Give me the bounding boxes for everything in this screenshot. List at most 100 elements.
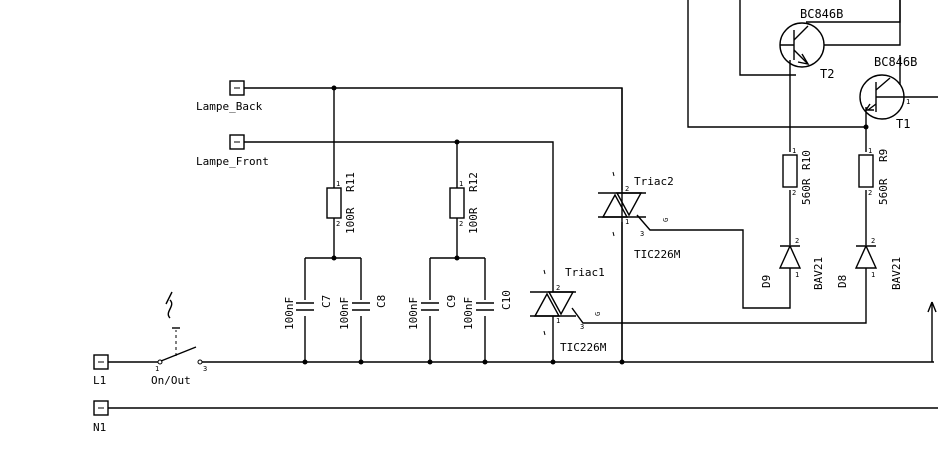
svg-text:2: 2 xyxy=(556,284,560,292)
wire-c7-c8 xyxy=(304,258,362,362)
wire-c9-c10 xyxy=(429,258,486,362)
wire-triac2-gate xyxy=(636,214,791,309)
svg-text:1: 1 xyxy=(868,147,872,155)
resistor-r9: 1 2 R9 560R xyxy=(858,147,890,205)
value-c10: 100nF xyxy=(462,297,475,330)
ref-t1: T1 xyxy=(896,117,910,131)
junction-dot xyxy=(482,359,488,365)
connector-lamp-front: Lampe_Front xyxy=(196,134,269,168)
wire-triac1-gate xyxy=(571,275,867,324)
value-c9: 100nF xyxy=(407,297,420,330)
ref-c9: C9 xyxy=(445,295,458,308)
svg-text:G: G xyxy=(594,312,602,316)
wires xyxy=(108,0,938,409)
svg-text:2: 2 xyxy=(336,220,340,228)
transistor-t2: BC846B T2 xyxy=(779,7,843,81)
switch-on-out: On/Out 1 3 xyxy=(151,291,207,387)
label-lamp-front: Lampe_Front xyxy=(196,155,269,168)
capacitor-c10: 100nF C10 xyxy=(462,290,513,330)
label-switch: On/Out xyxy=(151,374,191,387)
ref-r11: R11 xyxy=(344,172,357,192)
svg-text:2: 2 xyxy=(459,220,463,228)
capacitor-c9: 100nF C9 xyxy=(407,295,458,330)
value-r12: 100R xyxy=(467,207,480,234)
svg-text:2: 2 xyxy=(795,237,799,245)
junction-dot xyxy=(358,359,364,365)
ref-t2: T2 xyxy=(820,67,834,81)
svg-text:1: 1 xyxy=(336,180,340,188)
resistor-r11: 1 2 R11 100R xyxy=(326,172,357,234)
transistor-t1: BC846B T1 1 xyxy=(859,55,917,131)
ref-triac2: Triac2 xyxy=(634,175,674,188)
diode-d8: 2 1 D8 BAV21 xyxy=(836,237,903,290)
svg-text:2: 2 xyxy=(792,189,796,197)
part-t2: BC846B xyxy=(800,7,843,21)
junction-dot xyxy=(302,359,308,365)
label-l1: L1 xyxy=(93,374,106,387)
ref-r10: R10 xyxy=(800,150,813,170)
wire-lamp-back xyxy=(244,87,623,362)
connector-n1: N1 xyxy=(93,400,109,434)
junction-dot xyxy=(454,139,460,145)
connector-lamp-back: Lampe_Back xyxy=(196,80,263,113)
svg-text:1: 1 xyxy=(556,317,560,325)
triac-triac1: Triac1 TIC226M 2 1 3 G xyxy=(530,266,607,354)
ref-r12: R12 xyxy=(467,172,480,192)
capacitor-c7: 100nF C7 xyxy=(283,295,333,330)
value-c8: 100nF xyxy=(338,297,351,330)
ref-d9: D9 xyxy=(760,275,773,288)
svg-text:1: 1 xyxy=(155,365,159,373)
hand-icon xyxy=(165,291,173,319)
svg-text:3: 3 xyxy=(203,365,207,373)
part-triac2: TIC226M xyxy=(634,248,681,261)
resistor-r10: 1 2 R10 560R xyxy=(782,147,813,205)
junction-dot xyxy=(619,359,625,365)
ref-c8: C8 xyxy=(375,295,388,308)
wire-top-left-rail xyxy=(687,0,866,128)
svg-text:3: 3 xyxy=(580,323,584,331)
junction-dot xyxy=(454,255,460,261)
ref-c7: C7 xyxy=(320,295,333,308)
part-d8: BAV21 xyxy=(890,257,903,290)
value-r10: 560R xyxy=(800,178,813,205)
value-c7: 100nF xyxy=(283,297,296,330)
ref-d8: D8 xyxy=(836,275,849,288)
junctions xyxy=(302,85,869,365)
svg-text:1: 1 xyxy=(459,180,463,188)
value-r9: 560R xyxy=(877,178,890,205)
svg-text:1: 1 xyxy=(625,218,629,226)
junction-dot xyxy=(331,85,337,91)
svg-text:1: 1 xyxy=(795,271,799,279)
ref-r9: R9 xyxy=(877,149,890,162)
value-r11: 100R xyxy=(344,207,357,234)
wire-t2-emitter xyxy=(739,0,796,76)
svg-text:2: 2 xyxy=(871,237,875,245)
svg-text:2: 2 xyxy=(625,185,629,193)
label-lamp-back: Lampe_Back xyxy=(196,100,263,113)
svg-text:G: G xyxy=(662,218,670,222)
ref-triac1: Triac1 xyxy=(565,266,605,279)
svg-text:1: 1 xyxy=(792,147,796,155)
junction-dot xyxy=(863,124,869,130)
wire-lamp-front xyxy=(244,141,554,292)
capacitor-c8: 100nF C8 xyxy=(338,295,388,330)
resistor-r12: 1 2 R12 100R xyxy=(449,172,480,234)
svg-text:3: 3 xyxy=(640,230,644,238)
junction-dot xyxy=(550,359,556,365)
junction-dot xyxy=(331,255,337,261)
connector-l1: L1 xyxy=(93,354,109,387)
diode-d9: 2 1 D9 BAV21 xyxy=(760,237,825,290)
wire-t2-right xyxy=(824,0,901,46)
part-t1: BC846B xyxy=(874,55,917,69)
ref-c10: C10 xyxy=(500,290,513,310)
svg-text:1: 1 xyxy=(906,98,910,106)
part-triac1: TIC226M xyxy=(560,341,607,354)
label-n1: N1 xyxy=(93,421,106,434)
part-d9: BAV21 xyxy=(812,257,825,290)
svg-text:1: 1 xyxy=(871,271,875,279)
junction-dot xyxy=(427,359,433,365)
arrow-up xyxy=(927,301,937,313)
svg-text:2: 2 xyxy=(868,189,872,197)
